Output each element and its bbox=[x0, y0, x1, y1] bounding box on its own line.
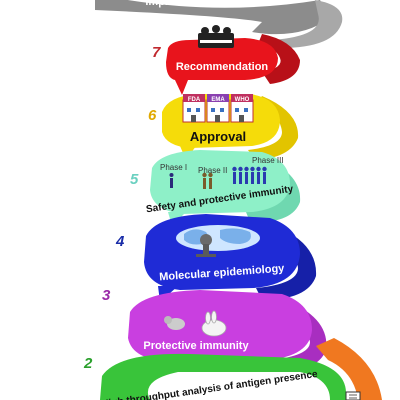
step-4-number: 4 bbox=[115, 233, 125, 250]
step-7-number: 7 bbox=[152, 44, 161, 61]
phase-1-label: Phase I bbox=[160, 163, 187, 172]
agency-who: WHO bbox=[235, 97, 250, 103]
step-3: Protective immunity 3 bbox=[102, 287, 327, 378]
step-5: Phase I Phase II Phase III Safety and pr… bbox=[130, 150, 301, 226]
step-6-label: Approval bbox=[190, 129, 246, 144]
team-meeting-icon bbox=[198, 25, 234, 48]
step-2-number: 2 bbox=[83, 355, 93, 372]
lab-animals-icon bbox=[164, 310, 227, 337]
step-3-number: 3 bbox=[102, 287, 111, 304]
document-icon bbox=[345, 391, 361, 400]
step-8-ribbon: Implementation, Phase IV bbox=[95, 0, 343, 48]
phase-3-label: Phase III bbox=[252, 156, 284, 165]
step-6: FDA EMA WHO Approval 6 bbox=[148, 94, 299, 160]
step-4: Molecular epidemiology 4 bbox=[115, 214, 317, 302]
agency-fda: FDA bbox=[188, 97, 201, 103]
step-7-label: Recommendation bbox=[176, 61, 269, 73]
step-6-number: 6 bbox=[148, 107, 157, 124]
agency-ema: EMA bbox=[211, 97, 225, 103]
step-7: Recommendation 7 bbox=[152, 25, 300, 95]
world-map-icon bbox=[176, 225, 260, 257]
orange-arrow bbox=[316, 338, 382, 400]
phase-2-label: Phase II bbox=[198, 166, 227, 175]
step-3-label: Protective immunity bbox=[143, 340, 249, 352]
people-groups-icon bbox=[169, 166, 267, 189]
step-2: High throughput analysis of antigen pres… bbox=[83, 353, 346, 400]
agency-buildings-icon: FDA EMA WHO bbox=[182, 94, 254, 123]
step-5-number: 5 bbox=[130, 171, 139, 188]
step-8-label: Implementation, Phase IV bbox=[145, 0, 279, 8]
